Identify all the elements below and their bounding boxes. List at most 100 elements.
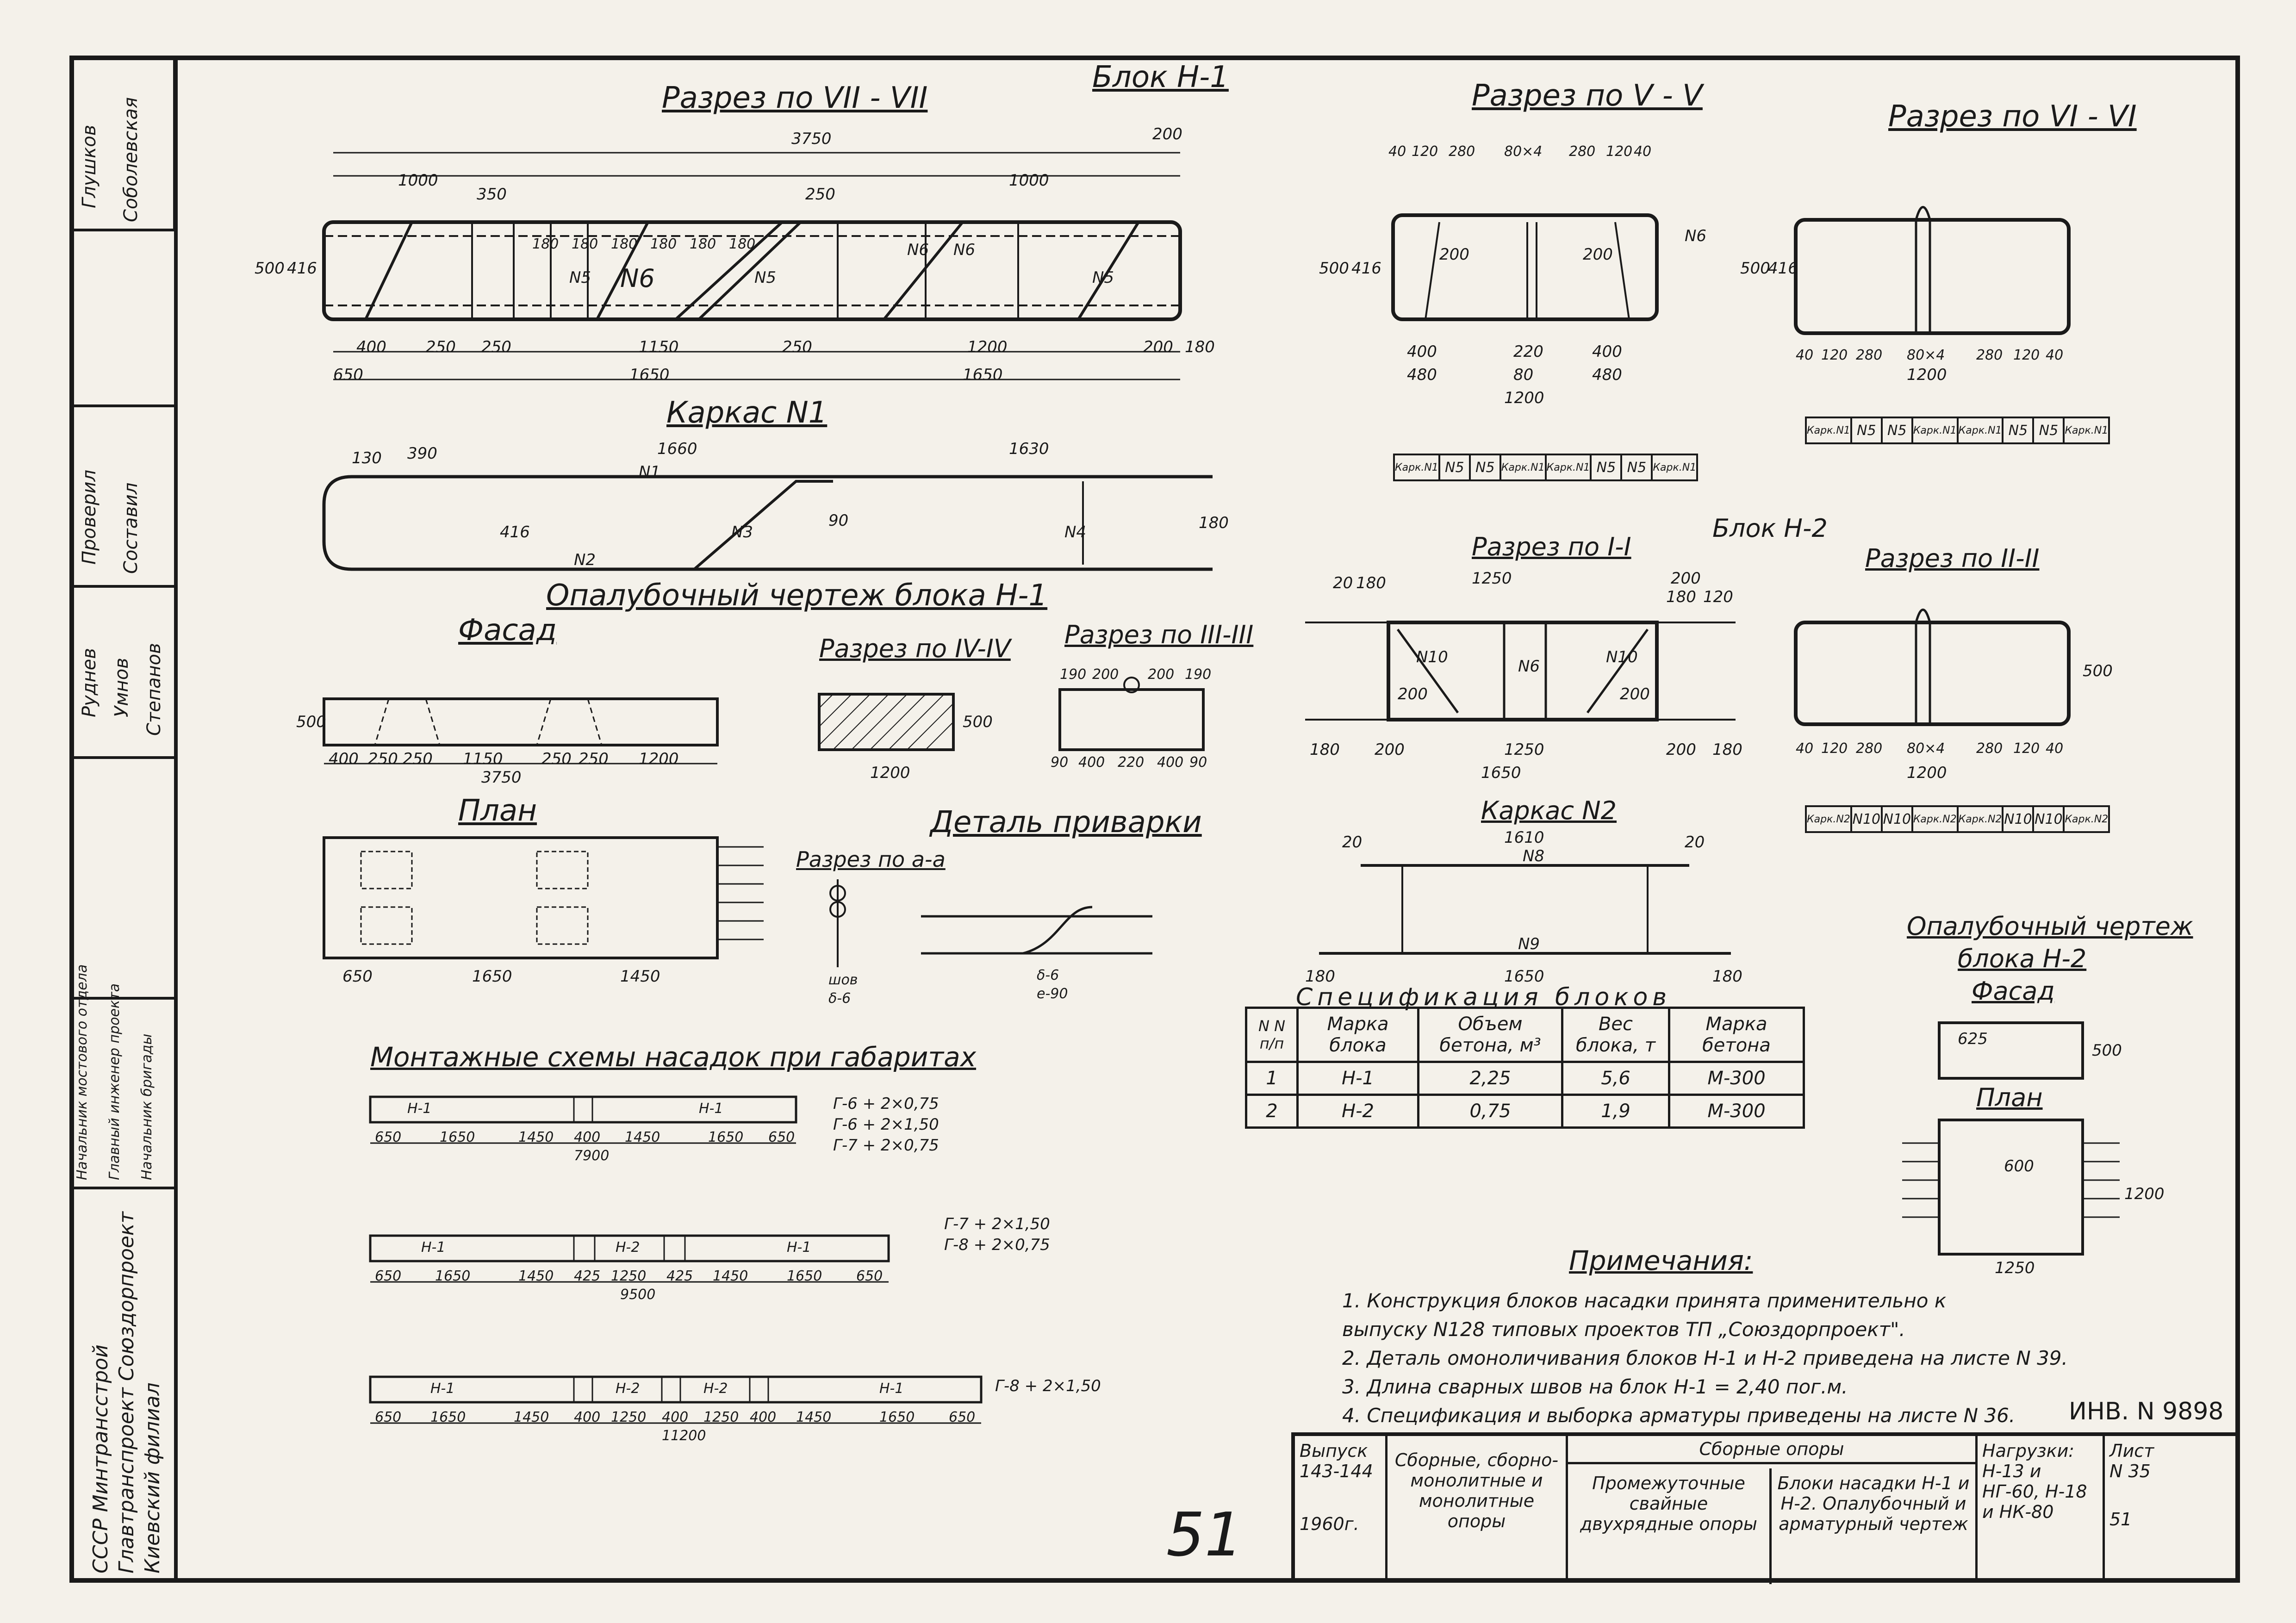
h2-section-2-dim-1: 40 <box>1796 740 1814 757</box>
h1-dim-top-2: 350 <box>477 185 507 204</box>
section-6-dim-6: 120 <box>2013 347 2040 363</box>
mount1-dim-5: 1450 <box>625 1129 660 1145</box>
frame-n2-title: Каркас N2 <box>1481 796 1617 825</box>
spec-cell: Н-2 <box>1296 1094 1419 1129</box>
h2-facade <box>1938 1021 2084 1080</box>
h1-dim-bottom-7: 200 <box>1143 338 1173 356</box>
weld-note-3: δ-6 <box>1037 967 1059 983</box>
frame-n1-dim-5: 416 <box>500 523 530 541</box>
spec-cell: 2,25 <box>1417 1061 1563 1096</box>
stamp-issue-label: Выпуск <box>1300 1441 1368 1461</box>
section-5-bottom-5: 80 <box>1513 366 1534 384</box>
weld-section-title: Разрез по а-а <box>796 847 946 872</box>
section-3-rect <box>1058 688 1205 751</box>
mark-cell: N5 <box>2032 417 2065 444</box>
mount2-dim-2: 1650 <box>435 1268 471 1284</box>
mark-cell: Карк.N1 <box>1544 454 1592 481</box>
section-5-height-1: 500 <box>1319 259 1349 278</box>
mount3-total: 11200 <box>662 1428 706 1444</box>
mark-cell: N5 <box>1590 454 1623 481</box>
frame-n2-dim-2: 1650 <box>1504 967 1544 986</box>
facade-dim-6: 250 <box>579 750 609 768</box>
sidebar-cell-3: Проверил Составил <box>69 407 176 588</box>
h2-dim-top-6: 180 <box>1356 574 1386 592</box>
frame-n1-label-n4: N4 <box>1064 523 1087 541</box>
spec-cell: М-300 <box>1668 1061 1805 1096</box>
section-2-rect <box>1794 621 2071 726</box>
inventory-number: ИНВ. N 9898 <box>2069 1398 2224 1425</box>
mount1-gabarit-1: Г-6 + 2×0,75 <box>833 1094 939 1113</box>
mount1-dim-2: 1650 <box>440 1129 475 1145</box>
spec-cell: 5,6 <box>1561 1061 1670 1096</box>
frame-n1-label-n1: N1 <box>639 463 661 481</box>
facade-dim-1: 400 <box>329 750 359 768</box>
mark-cell: Карк.N1 <box>1393 454 1440 481</box>
sidebar-cell-2 <box>69 231 176 407</box>
mount3-dim-1: 650 <box>375 1409 402 1425</box>
section-4-width: 1200 <box>870 764 910 782</box>
section-3-dim-4: 190 <box>1185 666 1212 683</box>
h1-rebar-n5-a: N5 <box>569 268 591 287</box>
frame-n2-label-n8: N8 <box>1523 847 1545 865</box>
h1-spacing-1: 180 <box>532 236 559 252</box>
note-item: 2. Деталь омоноличивания блоков Н-1 и Н-… <box>1342 1347 2068 1369</box>
formwork-h2-facade: Фасад <box>1972 976 2055 1006</box>
mount2-block-3: Н-1 <box>787 1239 811 1256</box>
frame-n1-dim-6: 180 <box>1199 514 1229 532</box>
h1-rebar-n6-b: N6 <box>953 241 976 259</box>
section-3-dim-7: 220 <box>1118 754 1145 771</box>
table-row: 1 Н-1 2,25 5,6 М-300 <box>1245 1061 1805 1096</box>
stamp-issue: 143-144 <box>1300 1461 1373 1481</box>
weld-note-1: шов <box>828 972 858 988</box>
h2-inner-1: 200 <box>1398 685 1428 703</box>
h1-rebar-n6-a: N6 <box>620 264 655 293</box>
frame-n2-dim-5: 20 <box>1342 833 1363 852</box>
frame-n1-label-n3: N3 <box>731 523 753 541</box>
mount2-dim-8: 1650 <box>787 1268 822 1284</box>
formwork-h2-dim-4: 1250 <box>1995 1259 2035 1277</box>
h1-dim-bottom-5: 250 <box>782 338 812 356</box>
spec-cell: Н-1 <box>1296 1061 1419 1096</box>
mount3-block-4: Н-1 <box>879 1380 904 1397</box>
h2-marks: Карк.N2 N10 N10 Карк.N2 Карк.N2 N10 N10 … <box>1805 805 2110 833</box>
stamp-col-2: Сборные опоры Промежуточные свайные двух… <box>1568 1436 1975 1584</box>
mark-cell: N10 <box>1850 805 1883 833</box>
mount2-gabarit-1: Г-7 + 2×1,50 <box>944 1215 1050 1233</box>
section-3-dim-1: 190 <box>1060 666 1087 683</box>
section-6-dim-3: 280 <box>1856 347 1883 363</box>
sidebar-cell-5 <box>69 759 176 1000</box>
mount1-dim-3: 1450 <box>518 1129 554 1145</box>
stamp-loads: Н-13 и НГ-60, Н-18 и НК-80 <box>1982 1461 2087 1522</box>
section-3-dim-5: 90 <box>1051 754 1069 771</box>
h1-dim-top-4: 1000 <box>1009 171 1049 190</box>
mount3-block-3: Н-2 <box>703 1380 728 1397</box>
mark-cell: N10 <box>2032 805 2065 833</box>
mount3-dim-8: 400 <box>750 1409 777 1425</box>
section-5-bottom-1: 400 <box>1407 342 1437 361</box>
mount2-dim-5: 1250 <box>611 1268 647 1284</box>
formwork-h2-dim-1: 625 <box>1958 1030 1988 1048</box>
mark-cell: Карк.N2 <box>1956 805 2004 833</box>
mark-cell: N5 <box>1880 417 1913 444</box>
formwork-h2-plan: План <box>1976 1083 2043 1112</box>
mount1-gabarit-2: Г-6 + 2×1,50 <box>833 1115 939 1134</box>
h2-section-2-dim-6: 120 <box>2013 740 2040 757</box>
mount1-total: 7900 <box>574 1148 610 1164</box>
weld-note-4: е-90 <box>1037 986 1068 1002</box>
section-5-dim-4: 80×4 <box>1504 143 1543 160</box>
frame-n1-dim-4: 390 <box>407 444 437 463</box>
h2-section-2-height: 500 <box>2083 662 2113 680</box>
mount2-total: 9500 <box>620 1287 656 1303</box>
weld-detail-title: Деталь приварки <box>930 805 1202 839</box>
h1-dim-top-3: 250 <box>805 185 835 204</box>
mount2-dim-3: 1450 <box>518 1268 554 1284</box>
mark-cell: Карк.N1 <box>1956 417 2004 444</box>
h1-dim-bottom-1: 400 <box>356 338 386 356</box>
frame-n2-dim-1: 1610 <box>1504 828 1544 847</box>
mount2-dim-7: 1450 <box>713 1268 748 1284</box>
section-3-dim-2: 200 <box>1092 666 1119 683</box>
h1-spacing-2: 180 <box>572 236 598 252</box>
formwork-h2-dim-5: 1200 <box>2124 1185 2165 1203</box>
mount3-dim-4: 400 <box>574 1409 601 1425</box>
mount3-block-1: Н-1 <box>430 1380 455 1397</box>
